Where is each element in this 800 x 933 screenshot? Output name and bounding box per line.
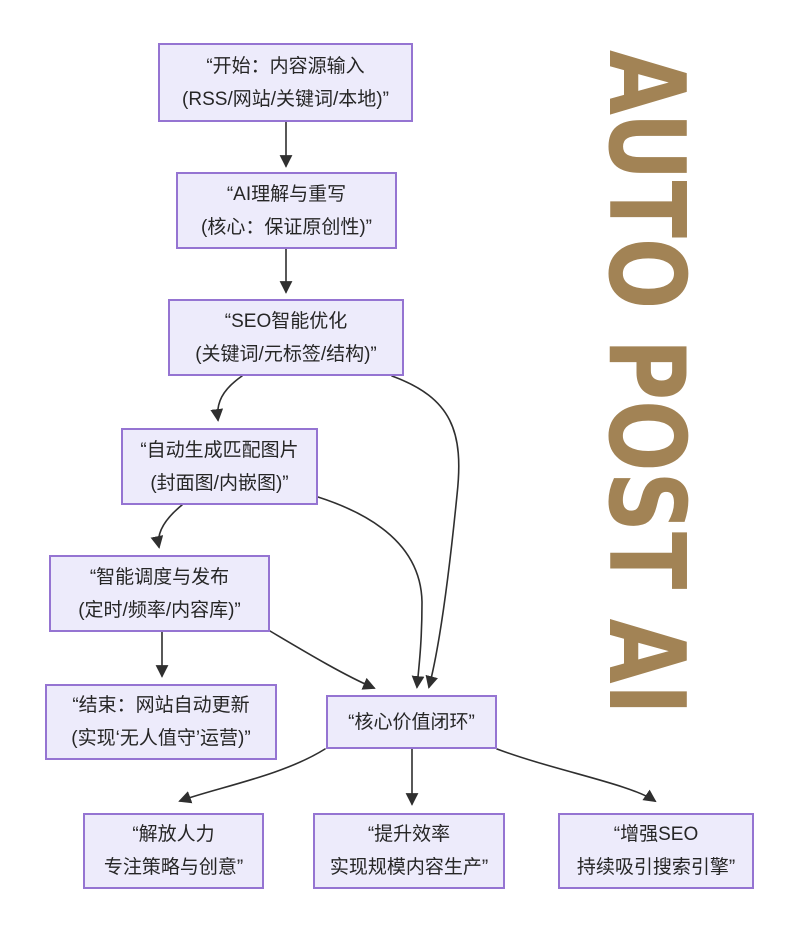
node-label-line: 实现规模内容生产” [329, 857, 489, 878]
node-label-line: “解放人力 [132, 824, 215, 845]
edge-loop-seoboost [496, 748, 657, 803]
node-label-line: 专注策略与创意” [103, 857, 244, 878]
edge-image-schedule [150, 504, 183, 549]
node-label-line: “增强SEO [613, 824, 699, 845]
edge-schedule-loop [269, 630, 376, 690]
node-label-line: “AI理解与重写 [226, 183, 347, 205]
edge-seo-loop [391, 375, 460, 689]
node-label-line: (定时/频率/内容库)” [78, 599, 241, 621]
node-label-line: “自动生成匹配图片 [140, 439, 299, 461]
flow-node-start: “开始：内容源输入 (RSS/网站/关键词/本地)” [158, 43, 413, 122]
node-label-line: (RSS/网站/关键词/本地)” [182, 88, 389, 110]
flow-node-ai-rewrite: “AI理解与重写 (核心：保证原创性)” [176, 172, 397, 249]
node-label-line: “SEO智能优化 [224, 310, 348, 332]
flow-node-seo-boost: “增强SEO 持续吸引搜索引擎” [558, 813, 754, 889]
node-label-line: “开始：内容源输入 [206, 55, 365, 77]
node-label-line: “核心价值闭环” [348, 711, 475, 733]
node-label-line: (核心：保证原创性)” [201, 216, 372, 238]
flow-node-scheduling: “智能调度与发布 (定时/频率/内容库)” [49, 555, 270, 632]
node-label-line: “提升效率 [367, 824, 451, 845]
edge-loop-manpower [178, 748, 326, 804]
node-label-line: (关键词/元标签/结构)” [195, 343, 377, 365]
node-label-line: (封面图/内嵌图)” [150, 472, 289, 494]
node-label-line: (实现‘无人值守’运营)” [71, 728, 251, 749]
node-label-line: “结束：网站自动更新 [72, 695, 250, 716]
node-label-line: “智能调度与发布 [89, 566, 230, 588]
watermark-title: AUTO POST AI [584, 50, 708, 715]
flow-node-image-gen: “自动生成匹配图片 (封面图/内嵌图)” [121, 428, 318, 505]
flow-node-free-manpower: “解放人力 专注策略与创意” [83, 813, 264, 889]
edge-image-loop [317, 496, 425, 689]
flow-node-seo-optimize: “SEO智能优化 (关键词/元标签/结构)” [168, 299, 404, 376]
flow-node-value-loop: “核心价值闭环” [326, 695, 497, 749]
node-label-line: 持续吸引搜索引擎” [576, 857, 736, 878]
flow-node-end: “结束：网站自动更新 (实现‘无人值守’运营)” [45, 684, 277, 760]
edge-seo-image [210, 375, 243, 422]
flow-node-efficiency: “提升效率 实现规模内容生产” [313, 813, 505, 889]
